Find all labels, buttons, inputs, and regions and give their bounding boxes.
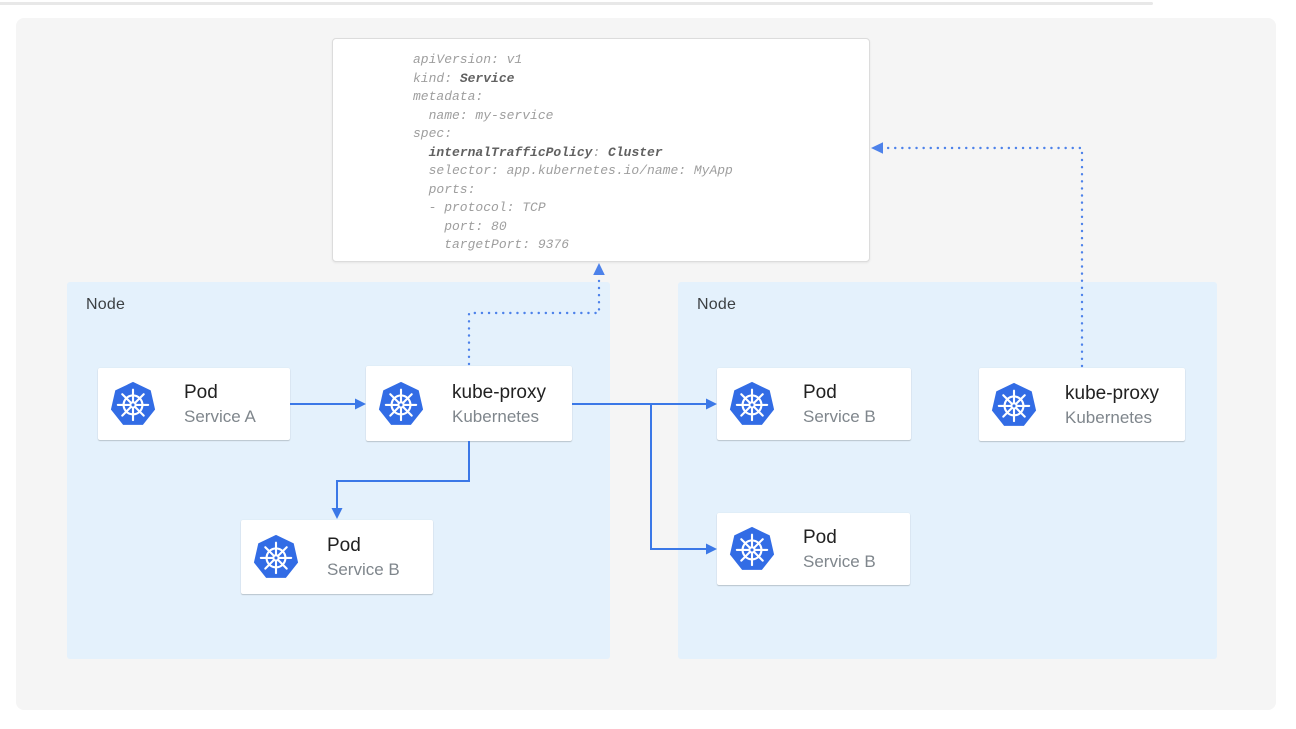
node-label: Node bbox=[697, 296, 737, 313]
card-title: Pod bbox=[184, 382, 218, 403]
card-subtitle: Service B bbox=[803, 407, 876, 426]
kubernetes-icon bbox=[991, 382, 1037, 428]
kubernetes-icon bbox=[110, 381, 156, 427]
kubernetes-icon bbox=[729, 526, 775, 572]
card-kube-proxy-right: kube-proxy Kubernetes bbox=[979, 368, 1185, 441]
card-pod-service-b-right-node-top: Pod Service B bbox=[717, 368, 911, 440]
kubernetes-icon bbox=[253, 534, 299, 580]
card-title: kube-proxy bbox=[1065, 382, 1159, 404]
card-kube-proxy-left: kube-proxy Kubernetes bbox=[366, 366, 572, 441]
node-box-right: Node bbox=[678, 282, 1217, 659]
card-subtitle: Kubernetes bbox=[452, 406, 539, 426]
card-subtitle: Kubernetes bbox=[1065, 407, 1152, 427]
card-subtitle: Service B bbox=[327, 560, 400, 579]
kubernetes-icon bbox=[729, 381, 775, 427]
node-label: Node bbox=[86, 296, 126, 313]
card-title: kube-proxy bbox=[452, 381, 546, 403]
card-pod-service-b-right-node-bottom: Pod Service B bbox=[717, 513, 910, 585]
kubernetes-icon bbox=[378, 381, 424, 427]
card-subtitle: Service A bbox=[184, 407, 256, 426]
card-title: Pod bbox=[803, 527, 837, 548]
card-subtitle: Service B bbox=[803, 552, 876, 571]
node-box-left: Node bbox=[67, 282, 610, 659]
card-title: Pod bbox=[327, 535, 361, 556]
card-pod-service-a: Pod Service A bbox=[98, 368, 290, 440]
card-pod-service-b-left-node: Pod Service B bbox=[241, 520, 433, 594]
card-title: Pod bbox=[803, 382, 837, 403]
top-divider-rule bbox=[0, 2, 1153, 5]
